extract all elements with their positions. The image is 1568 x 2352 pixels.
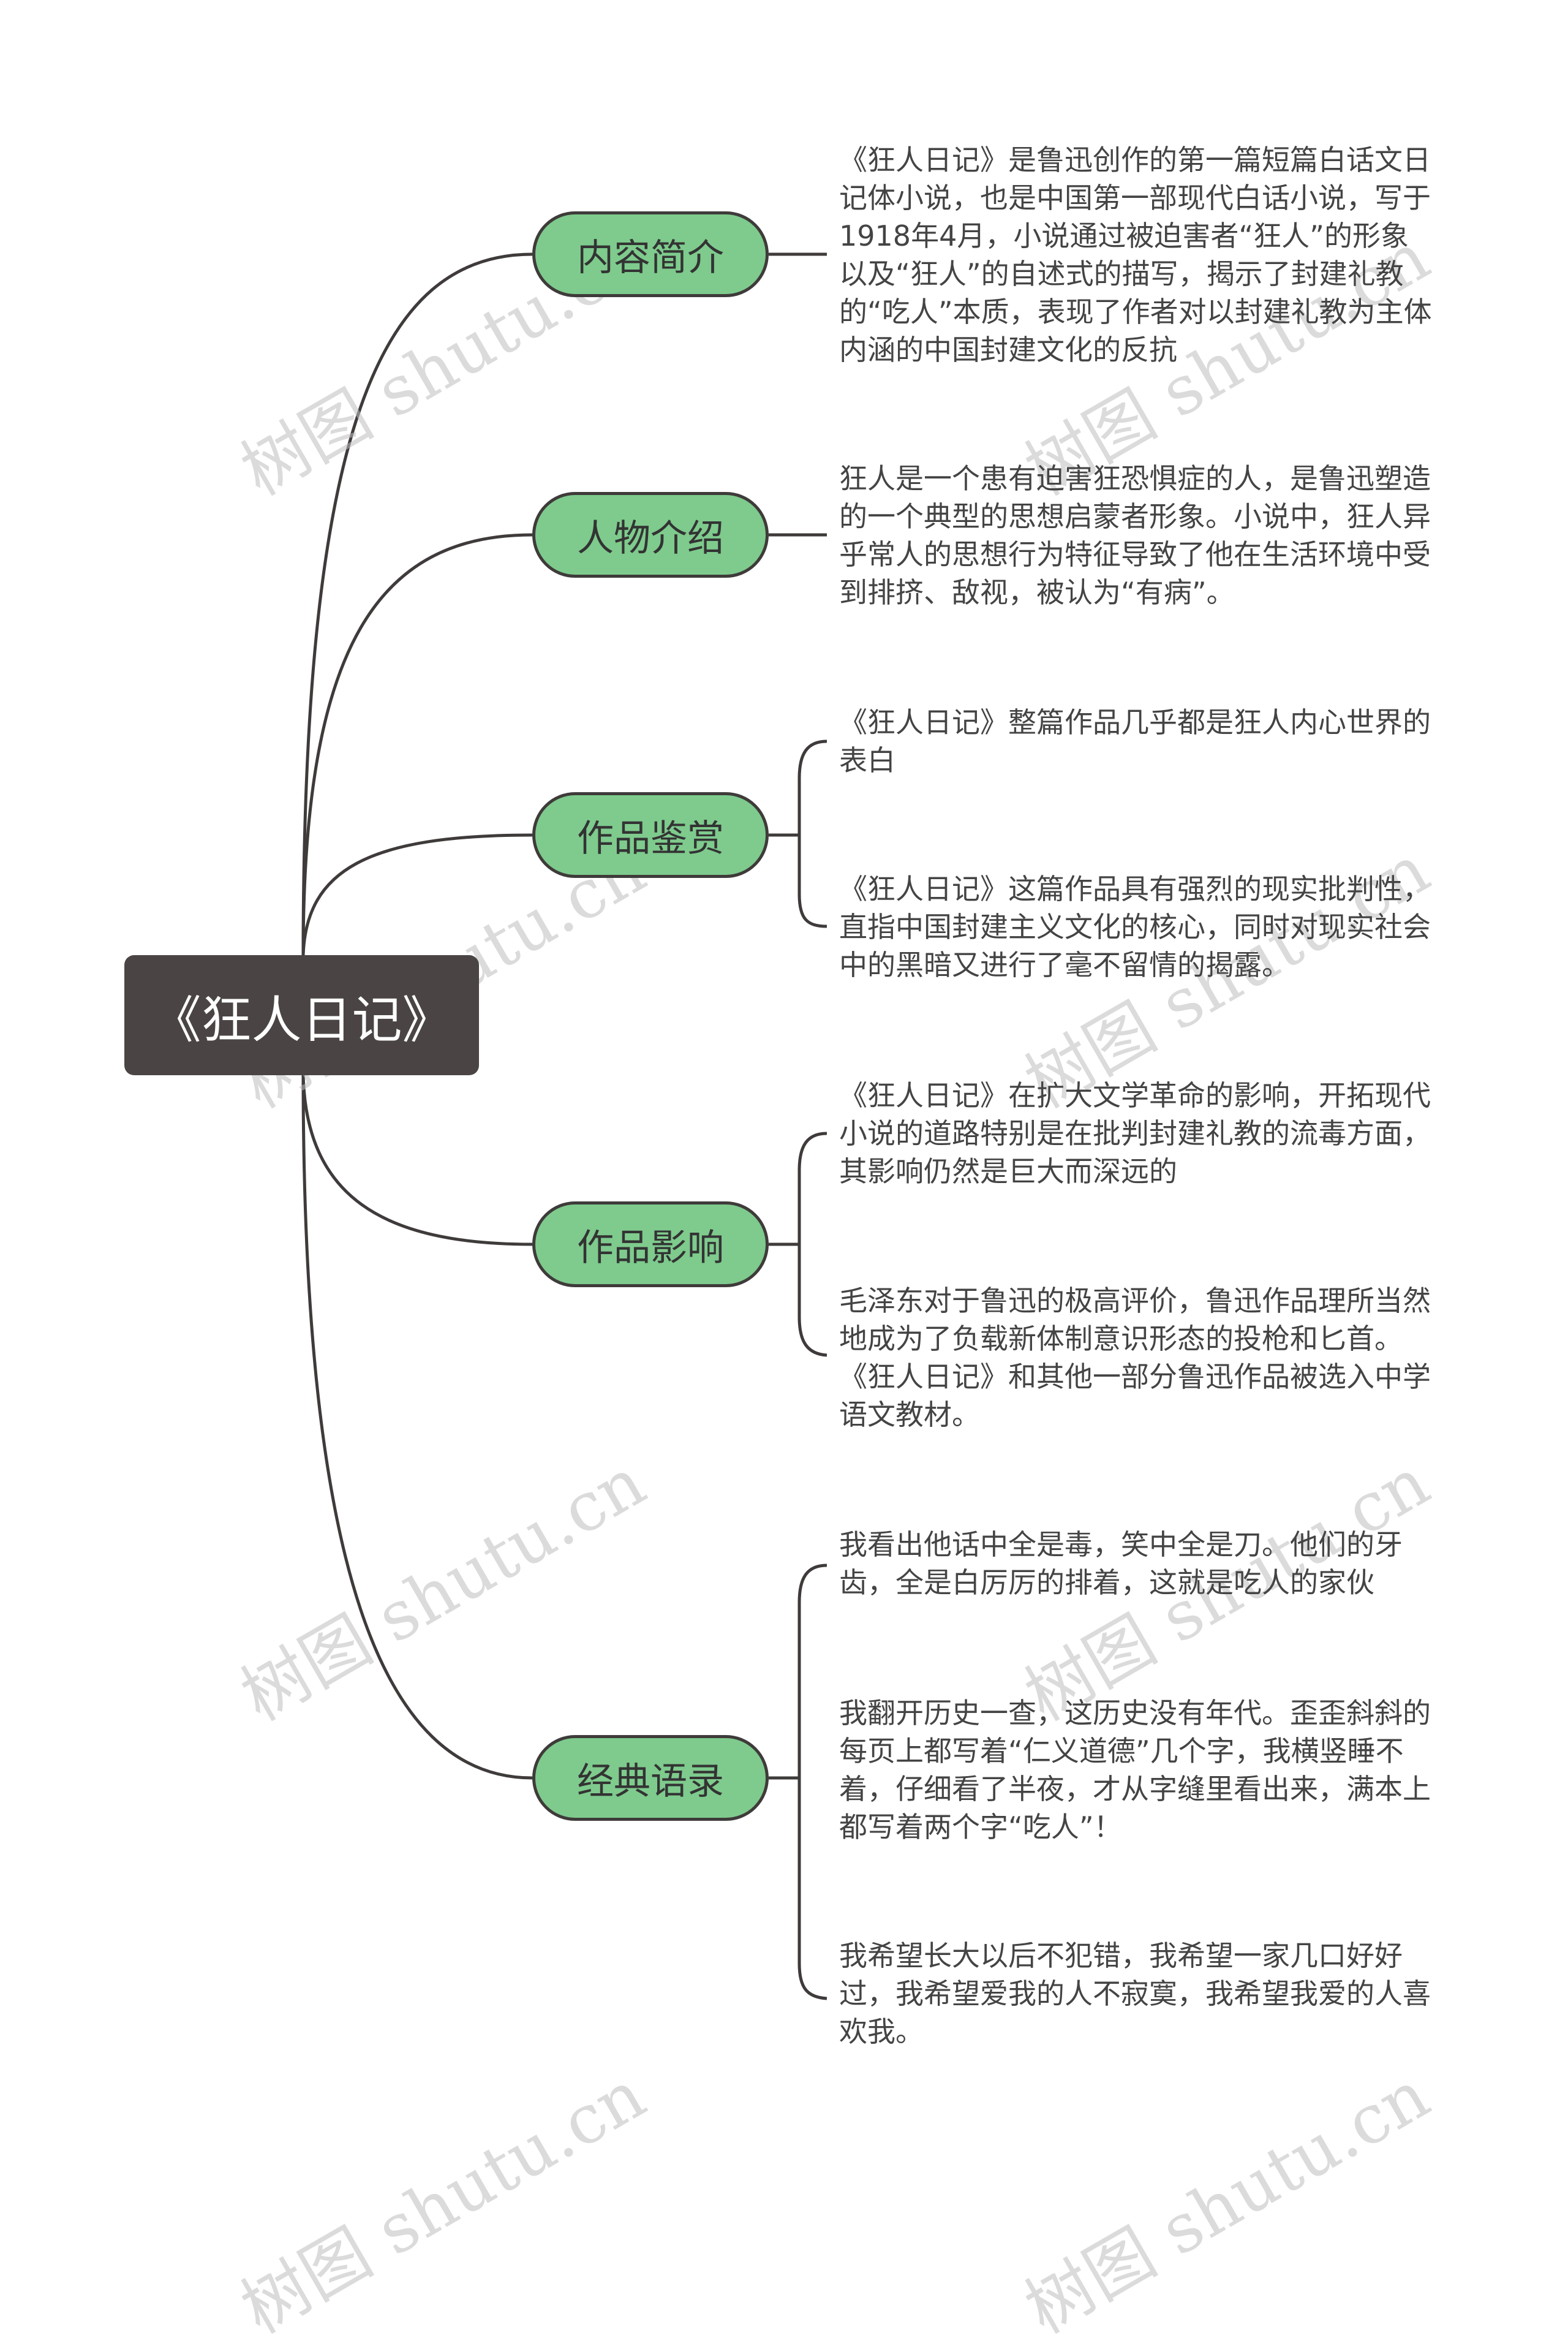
branch-node-quotes[interactable]: 经典语录 <box>532 1735 769 1821</box>
connector-lines <box>301 252 827 2000</box>
connector-root-branch-3 <box>301 833 533 956</box>
branch-node-content-summary[interactable]: 内容简介 <box>532 211 769 297</box>
connector-branch-5-bracket <box>769 1564 827 2000</box>
leaf-text: 我翻开历史一查，这历史没有年代。歪歪斜斜的每页上都写着“仁义道德”几个字，我横竖… <box>839 1696 1431 1843</box>
root-node[interactable]: 《狂人日记》 <box>124 955 479 1075</box>
connector-root-branch-2 <box>301 533 533 956</box>
leaf-text: 《狂人日记》是鲁迅创作的第一篇短篇白话文日记体小说，也是中国第一部现代白话小说，… <box>839 143 1432 366</box>
leaf-text: 《狂人日记》这篇作品具有强烈的现实批判性，直指中国封建主义文化的核心，同时对现实… <box>839 872 1431 981</box>
connector-root-branch-1 <box>301 252 533 956</box>
leaf-text: 我希望长大以后不犯错，我希望一家几口好好过，我希望爱我的人不寂寞，我希望我爱的人… <box>839 1939 1431 2048</box>
leaf-text: 我看出他话中全是毒，笑中全是刀。他们的牙齿，全是白厉厉的排着，这就是吃人的家伙 <box>839 1528 1403 1599</box>
connector-root-branch-5 <box>301 1075 533 1780</box>
leaf-text: 狂人是一个患有迫害狂恐惧症的人，是鲁迅塑造的一个典型的思想启蒙者形象。小说中，狂… <box>839 462 1431 609</box>
leaf-text: 《狂人日记》整篇作品几乎都是狂人内心世界的表白 <box>839 706 1431 777</box>
connector-root-branch-4 <box>301 1075 533 1246</box>
leaf-text: 《狂人日记》在扩大文学革命的影响，开拓现代小说的道路特别是在批判封建礼教的流毒方… <box>839 1079 1431 1188</box>
branch-node-appreciation[interactable]: 作品鉴赏 <box>532 792 769 878</box>
leaf-text: 毛泽东对于鲁迅的极高评价，鲁迅作品理所当然地成为了负载新体制意识形态的投枪和匕首… <box>839 1284 1431 1431</box>
branch-node-influence[interactable]: 作品影响 <box>532 1201 769 1287</box>
connector-branch-4-bracket <box>769 1132 827 1357</box>
branch-node-characters[interactable]: 人物介绍 <box>532 492 769 578</box>
connector-branch-3-bracket <box>769 739 827 928</box>
